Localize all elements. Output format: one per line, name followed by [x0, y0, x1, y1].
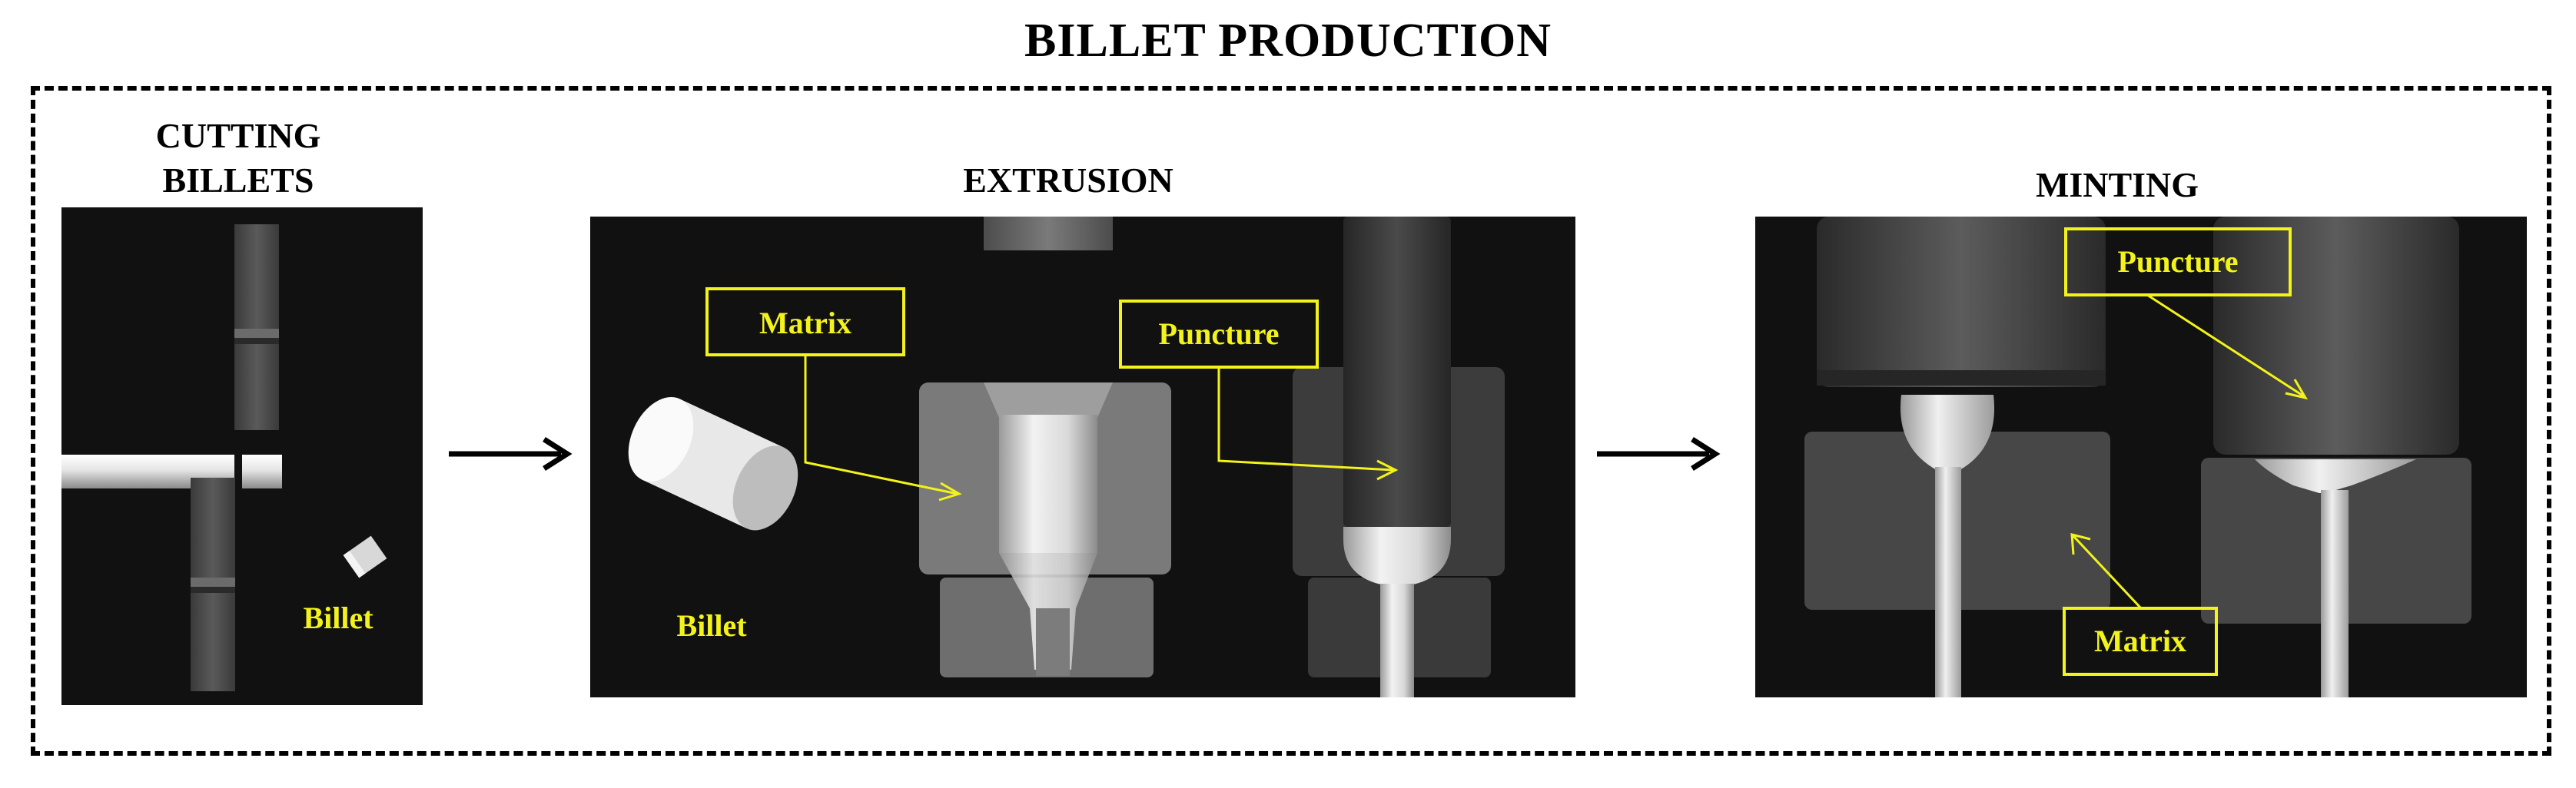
- extrusion-billet-in-die: [999, 415, 1097, 553]
- extrusion-puncture-label: Puncture: [1158, 316, 1279, 351]
- extrusion-stage-title: EXTRUSION: [963, 161, 1173, 200]
- minting-panel: Puncture Matrix: [1755, 217, 2527, 697]
- extrusion-billet-label: Billet: [676, 608, 747, 643]
- diagram-title: BILLET PRODUCTION: [1024, 15, 1552, 67]
- extrusion-billet: [628, 397, 798, 531]
- upper-blade: [234, 224, 279, 430]
- dashed-frame: [31, 86, 2551, 756]
- minting-stage-title: MINTING: [2035, 165, 2199, 204]
- cutting-title-line2: BILLETS: [162, 161, 314, 200]
- cutting-title-line1: CUTTING: [155, 116, 321, 155]
- cut-billet-piece: [242, 455, 282, 488]
- cutting-panel: Billet: [61, 207, 423, 705]
- minting-puncture-right: [2213, 217, 2459, 455]
- extrusion-puncture: [1343, 217, 1451, 527]
- minting-matrix-label: Matrix: [2094, 624, 2186, 658]
- extrusion-panel: Billet Matrix Puncture: [590, 217, 1575, 697]
- extrusion-matrix-label: Matrix: [759, 306, 851, 340]
- minting-puncture-label: Puncture: [2117, 244, 2238, 279]
- cutting-billet-label: Billet: [303, 601, 373, 635]
- minting-puncture-left: [1817, 217, 2106, 387]
- arrow-right-icon: [449, 437, 573, 471]
- cutting-stage-title: CUTTING BILLETS: [115, 114, 361, 203]
- small-billet-icon: [343, 535, 387, 578]
- arrow-right-icon: [1597, 437, 1721, 471]
